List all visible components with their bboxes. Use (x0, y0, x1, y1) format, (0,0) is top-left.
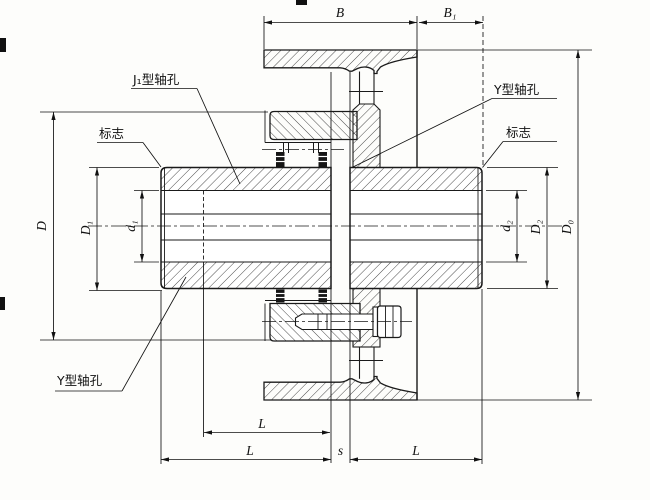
dim-label-d2: d₂ (498, 220, 513, 232)
dim-label-B1: B₁ (444, 5, 457, 20)
callout-j1-shaft-hole: J₁型轴孔 (132, 72, 180, 87)
leader-j1-hole (196, 88, 241, 185)
dim-label-d1: d₁ (123, 220, 138, 231)
callout-mark-left: 标志 (99, 126, 124, 141)
dim-label-L-left: L (245, 443, 254, 458)
callout-y-shaft-hole-bottom: Y型轴孔 (56, 373, 103, 388)
scan-artifacts (0, 0, 307, 310)
elastic-sleeve-stack-right-bottom (318, 289, 327, 303)
elastic-sleeve-stack-left-bottom (276, 289, 285, 303)
callout-y-shaft-hole-right: Y型轴孔 (493, 82, 540, 97)
left-hub-bottom-band (160, 261, 332, 289)
drum-top-rim (263, 49, 418, 75)
callout-mark-right: 标志 (506, 125, 531, 140)
drawing-text: J₁型轴孔 标志 Y型轴孔 标志 Y型轴孔 B B₁ D D₁ d₁ d₂ D₂… (34, 5, 574, 458)
right-hub-bottom-band (349, 261, 483, 289)
callout-leaders (55, 88, 557, 392)
leader-mark-left (142, 142, 162, 168)
elastic-sleeve-stack-right-top (318, 152, 327, 167)
dim-label-B: B (336, 5, 344, 20)
flange-top-block (269, 110, 358, 141)
dim-label-D1: D₁ (78, 221, 93, 236)
leader-y-hole-right (351, 98, 493, 168)
left-hub-top-band (160, 167, 332, 191)
dimension-lines (40, 16, 592, 464)
center-lines (88, 149, 562, 322)
top-flange-and-pin (264, 110, 358, 167)
elastic-sleeve-stack-left-top (276, 152, 285, 167)
dim-label-D2: D₂ (528, 219, 543, 235)
left-hub-section (160, 166, 332, 290)
mid-gap-face-lines (330, 72, 351, 463)
dim-label-L-right: L (411, 443, 420, 458)
right-hub-section (349, 166, 483, 290)
drum-bottom-rim (263, 375, 418, 401)
leader-y-hole-bottom (121, 276, 187, 392)
dim-label-L-j1: L (257, 416, 266, 431)
dim-label-D0: D₀ (559, 219, 574, 235)
leader-mark-right (482, 141, 504, 168)
dim-label-s: s (338, 443, 343, 458)
right-hub-top-band (349, 167, 483, 191)
dim-label-D: D (34, 221, 49, 232)
